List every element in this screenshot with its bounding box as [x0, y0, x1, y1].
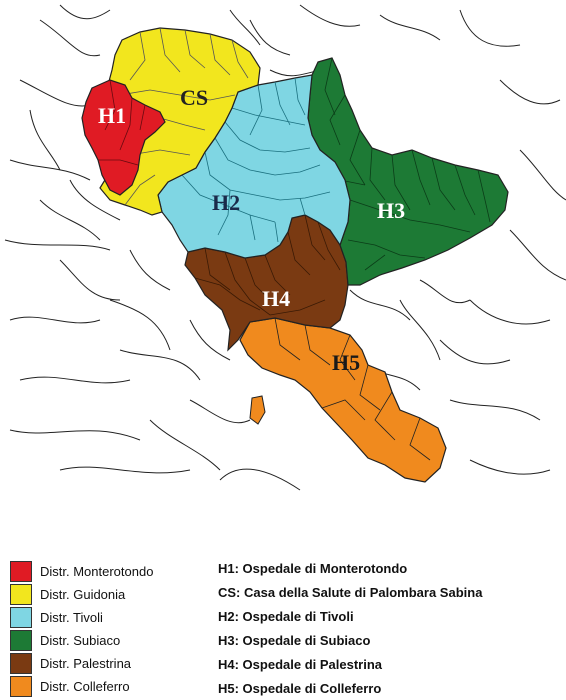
municipality-borders-background — [4, 4, 566, 491]
district-legend-label: Distr. Subiaco — [40, 633, 121, 648]
district-swatch — [10, 630, 32, 651]
district-swatch — [10, 584, 32, 605]
district-swatch — [10, 561, 32, 582]
facility-legend-item: H4: Ospedale di Palestrina — [218, 656, 383, 672]
facility-legend-item: H5: Ospedale di Colleferro — [218, 680, 382, 696]
district-legend-item: Distr. Guidonia — [10, 583, 210, 606]
district-legend-label: Distr. Monterotondo — [40, 564, 154, 579]
district-legend-item: Distr. Subiaco — [10, 629, 210, 652]
district-swatch — [10, 607, 32, 628]
facility-legend-item: CS: Casa della Salute di Palombara Sabin… — [218, 584, 483, 600]
district-legend-item: Distr. Monterotondo — [10, 560, 210, 583]
district-map: H1 CS H2 H3 H4 H5 — [4, 4, 566, 491]
district-legend-label: Distr. Guidonia — [40, 587, 126, 602]
label-h3: H3 — [377, 198, 405, 223]
label-h5: H5 — [332, 350, 360, 375]
district-colleferro — [239, 317, 447, 483]
label-h4: H4 — [262, 286, 290, 311]
district-legend-item: Distr. Colleferro — [10, 675, 210, 698]
label-h1: H1 — [98, 103, 126, 128]
district-colleferro-exclave — [249, 395, 266, 425]
district-legend-item: Distr. Palestrina — [10, 652, 210, 675]
district-legend-label: Distr. Palestrina — [40, 656, 132, 671]
district-swatch — [10, 653, 32, 674]
district-legend-label: Distr. Tivoli — [40, 610, 103, 625]
label-cs: CS — [180, 85, 208, 110]
district-legend-label: Distr. Colleferro — [40, 679, 130, 694]
facility-legend-item: H2: Ospedale di Tivoli — [218, 608, 354, 624]
district-legend-item: Distr. Tivoli — [10, 606, 210, 629]
district-swatch — [10, 676, 32, 697]
label-h2: H2 — [212, 190, 240, 215]
facility-legend-item: H1: Ospedale di Monterotondo — [218, 560, 408, 576]
facility-legend-item: H3: Ospedale di Subiaco — [218, 632, 371, 648]
